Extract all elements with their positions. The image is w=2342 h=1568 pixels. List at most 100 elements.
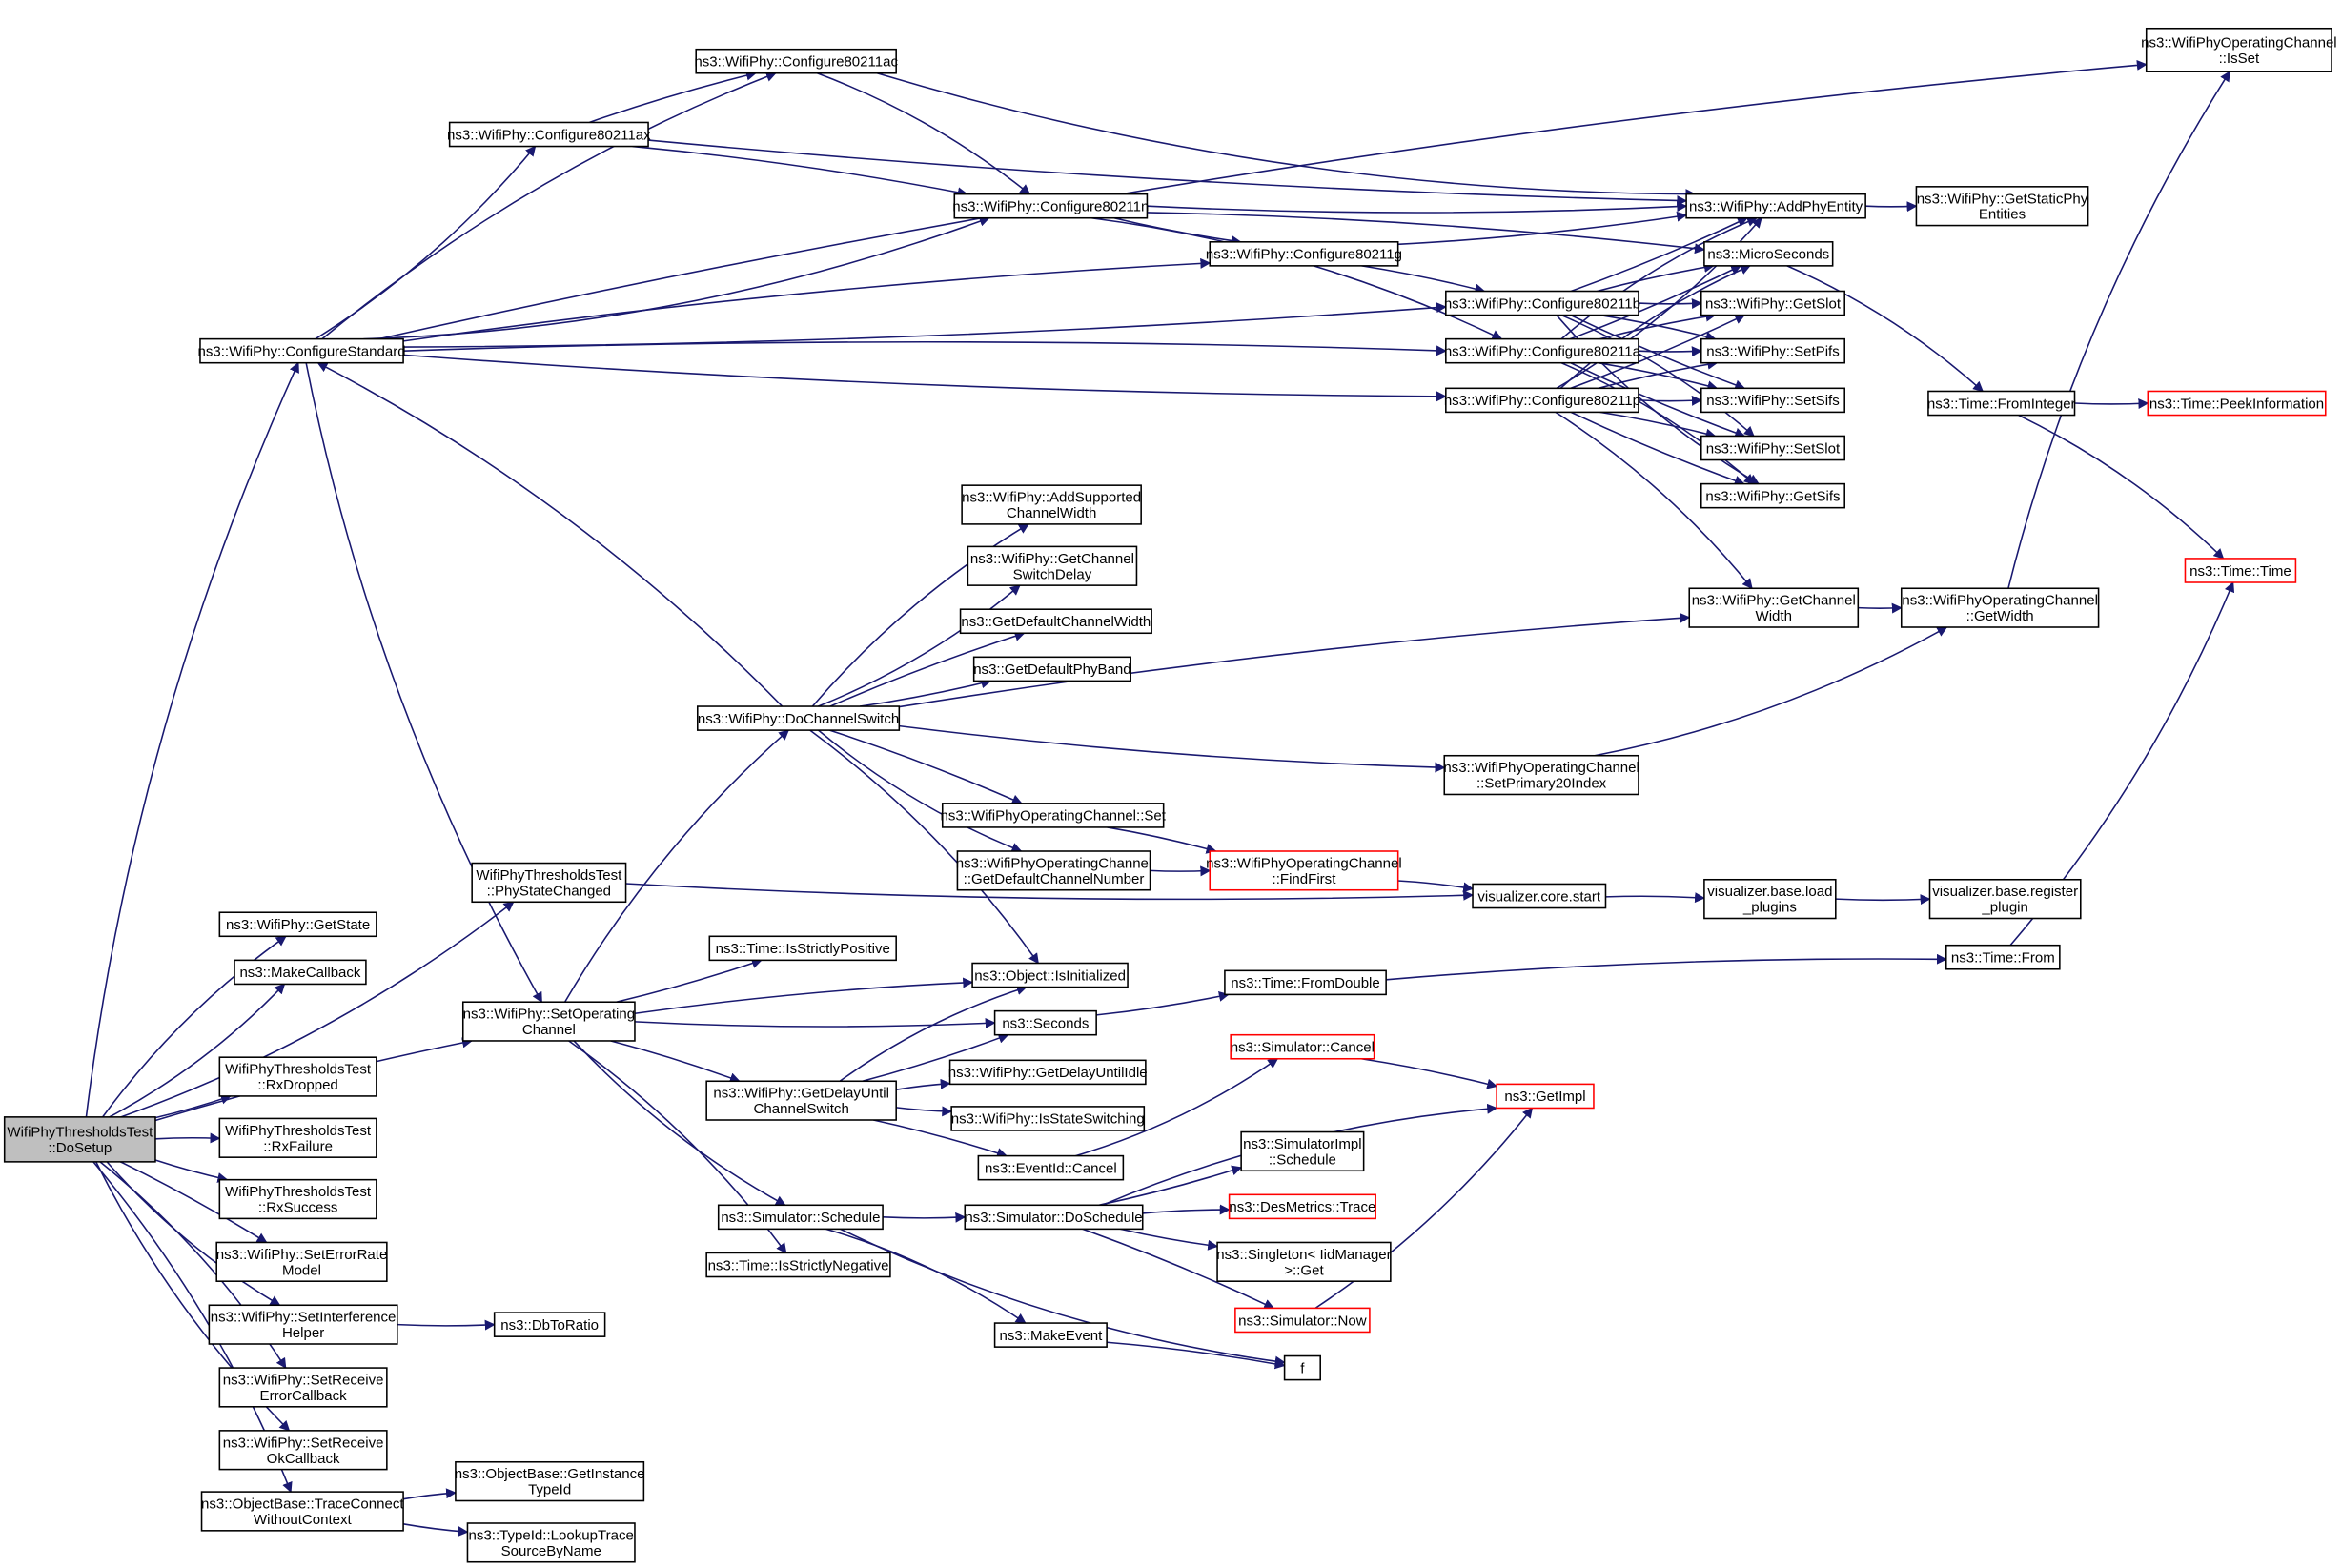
node-box[interactable]	[471, 862, 627, 904]
node-box[interactable]	[961, 484, 1142, 525]
node-box[interactable]	[199, 337, 404, 364]
node-box[interactable]	[215, 1241, 388, 1282]
node-micro-seconds[interactable]: ns3::MicroSeconds	[1703, 241, 1834, 267]
node-configure-ax[interactable]: ns3::WifiPhy::Configure80211ax	[447, 121, 651, 148]
node-box[interactable]	[708, 935, 897, 962]
node-set-sifs[interactable]: ns3::WifiPhy::SetSifs	[1700, 387, 1845, 414]
node-box[interactable]	[1927, 390, 2076, 417]
node-operating-channel-set[interactable]: ns3::WifiPhyOperatingChannel::Set	[940, 803, 1167, 828]
node-box[interactable]	[1928, 878, 2082, 920]
node-f[interactable]: f	[1283, 1354, 1321, 1381]
node-is-initialized[interactable]: ns3::Object::IsInitialized	[971, 962, 1129, 988]
node-box[interactable]	[1228, 1193, 1376, 1220]
node-box[interactable]	[1445, 337, 1639, 364]
node-box[interactable]	[1209, 850, 1399, 891]
node-box[interactable]	[218, 911, 377, 938]
node-box[interactable]	[2184, 558, 2297, 583]
node-event-id-cancel[interactable]: ns3::EventId::Cancel	[977, 1154, 1125, 1181]
node-get-default-phy-band[interactable]: ns3::GetDefaultPhyBand	[972, 656, 1131, 682]
node-box[interactable]	[705, 1252, 891, 1278]
node-box[interactable]	[705, 1080, 897, 1121]
node-rx-dropped[interactable]: WifiPhyThresholdsTest::RxDropped	[218, 1056, 377, 1097]
node-box[interactable]	[941, 803, 1165, 828]
node-configure-a[interactable]: ns3::WifiPhy::Configure80211a	[1444, 337, 1641, 364]
node-get-default-channel-number[interactable]: ns3::WifiPhyOperatingChannel::GetDefault…	[956, 850, 1152, 891]
node-box[interactable]	[2145, 27, 2332, 72]
node-is-strictly-negative[interactable]: ns3::Time::IsStrictlyNegative	[705, 1252, 891, 1278]
node-box[interactable]	[1700, 290, 1845, 316]
node-box[interactable]	[1209, 241, 1399, 267]
node-box[interactable]	[948, 1059, 1147, 1086]
node-is-state-switching[interactable]: ns3::WifiPhy::IsStateSwitching	[950, 1106, 1146, 1131]
node-set-slot[interactable]: ns3::WifiPhy::SetSlot	[1700, 435, 1845, 461]
node-simulator-now[interactable]: ns3::Simulator::Now	[1234, 1307, 1371, 1334]
node-box[interactable]	[1283, 1354, 1321, 1381]
node-box[interactable]	[696, 705, 901, 731]
node-box[interactable]	[200, 1491, 404, 1532]
node-box[interactable]	[1703, 878, 1837, 920]
node-box[interactable]	[993, 1009, 1097, 1036]
node-box[interactable]	[455, 1460, 645, 1502]
node-box[interactable]	[967, 545, 1138, 586]
node-box[interactable]	[208, 1304, 398, 1345]
node-dosetup[interactable]: WifiPhyThresholdsTest::DoSetup	[3, 1116, 156, 1163]
node-trace-connect-without-context[interactable]: ns3::ObjectBase::TraceConnectWithoutCont…	[200, 1491, 404, 1532]
node-box[interactable]	[1234, 1307, 1371, 1334]
node-box[interactable]	[1900, 587, 2100, 628]
node-box[interactable]	[1240, 1130, 1365, 1172]
node-box[interactable]	[1496, 1083, 1595, 1110]
node-is-set[interactable]: ns3::WifiPhyOperatingChannel::IsSet	[2141, 27, 2337, 72]
node-seconds[interactable]: ns3::Seconds	[993, 1009, 1097, 1036]
node-box[interactable]	[1685, 193, 1866, 219]
node-singleton-get[interactable]: ns3::Singleton< IidManager>::Get	[1216, 1241, 1392, 1282]
node-box[interactable]	[1700, 337, 1845, 364]
node-box[interactable]	[1688, 587, 1860, 628]
node-box[interactable]	[1216, 1241, 1392, 1282]
node-box[interactable]	[1945, 944, 2061, 970]
node-find-first[interactable]: ns3::WifiPhyOperatingChannel::FindFirst	[1206, 850, 1402, 891]
node-simulator-cancel[interactable]: ns3::Simulator::Cancel	[1230, 1033, 1375, 1060]
node-make-event[interactable]: ns3::MakeEvent	[993, 1322, 1108, 1348]
node-box[interactable]	[461, 1001, 636, 1042]
node-configure-n[interactable]: ns3::WifiPhy::Configure80211n	[952, 193, 1149, 219]
node-box[interactable]	[3, 1116, 156, 1163]
node-set-pifs[interactable]: ns3::WifiPhy::SetPifs	[1700, 337, 1845, 364]
node-visualizer-core-start[interactable]: visualizer.core.start	[1472, 883, 1607, 909]
node-phy-state-changed[interactable]: WifiPhyThresholdsTest::PhyStateChanged	[471, 862, 627, 904]
node-box[interactable]	[2147, 390, 2327, 417]
node-box[interactable]	[1700, 387, 1845, 414]
node-box[interactable]	[1445, 290, 1639, 316]
node-box[interactable]	[1700, 435, 1845, 461]
node-add-phy-entity[interactable]: ns3::WifiPhy::AddPhyEntity	[1685, 193, 1866, 219]
node-do-channel-switch[interactable]: ns3::WifiPhy::DoChannelSwitch	[696, 705, 901, 731]
node-get-impl[interactable]: ns3::GetImpl	[1496, 1083, 1595, 1110]
node-box[interactable]	[964, 1204, 1144, 1231]
node-box[interactable]	[1230, 1033, 1375, 1060]
node-simulator-do-schedule[interactable]: ns3::Simulator::DoSchedule	[964, 1204, 1144, 1231]
node-from-double[interactable]: ns3::Time::FromDouble	[1224, 969, 1387, 996]
node-box[interactable]	[218, 1367, 388, 1408]
node-box[interactable]	[950, 1106, 1146, 1131]
node-get-state[interactable]: ns3::WifiPhy::GetState	[218, 911, 377, 938]
node-simulator-schedule[interactable]: ns3::Simulator::Schedule	[717, 1204, 884, 1231]
node-peek-information[interactable]: ns3::Time::PeekInformation	[2147, 390, 2327, 417]
node-box[interactable]	[953, 193, 1149, 219]
node-des-metrics-trace[interactable]: ns3::DesMetrics::Trace	[1228, 1193, 1376, 1220]
node-box[interactable]	[956, 850, 1151, 891]
node-box[interactable]	[972, 656, 1131, 682]
node-is-strictly-positive[interactable]: ns3::Time::IsStrictlyPositive	[708, 935, 897, 962]
node-simulator-impl-schedule[interactable]: ns3::SimulatorImpl::Schedule	[1240, 1130, 1365, 1172]
node-box[interactable]	[717, 1204, 884, 1231]
node-get-width[interactable]: ns3::WifiPhyOperatingChannel::GetWidth	[1900, 587, 2100, 628]
node-box[interactable]	[234, 959, 367, 986]
node-time-from[interactable]: ns3::Time::From	[1945, 944, 2061, 970]
node-make-callback[interactable]: ns3::MakeCallback	[234, 959, 367, 986]
node-configure-p[interactable]: ns3::WifiPhy::Configure80211p	[1444, 387, 1640, 414]
node-box[interactable]	[993, 1322, 1108, 1348]
